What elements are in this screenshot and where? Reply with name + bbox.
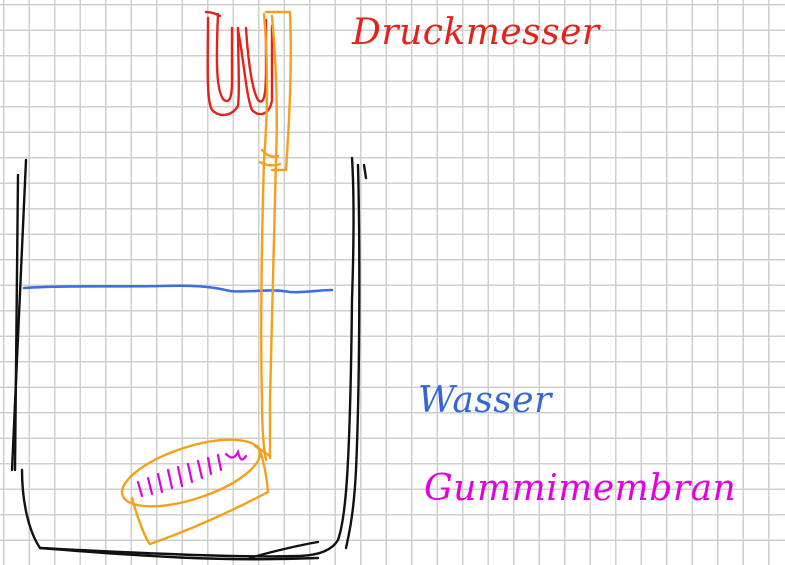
beaker-bottom-curl xyxy=(248,540,320,560)
beaker xyxy=(10,156,368,561)
beaker-tick xyxy=(362,163,368,180)
beaker-outline xyxy=(20,156,355,558)
water-surface-line xyxy=(22,284,334,294)
pressure-gauge-label: Druckmesser xyxy=(352,12,600,53)
connection-tube xyxy=(258,10,292,462)
membrane-hatching xyxy=(136,448,248,498)
beaker-right-wall-inner xyxy=(344,163,361,550)
pressure-gauge xyxy=(204,10,274,117)
beaker-left-wall xyxy=(10,158,28,472)
rubber-membrane-label: Gummimembran xyxy=(424,468,737,509)
water-label: Wasser xyxy=(418,380,552,421)
beaker-left-wall-inner xyxy=(13,173,20,472)
membrane-capsule xyxy=(120,438,272,546)
beaker-bottom xyxy=(38,546,320,561)
